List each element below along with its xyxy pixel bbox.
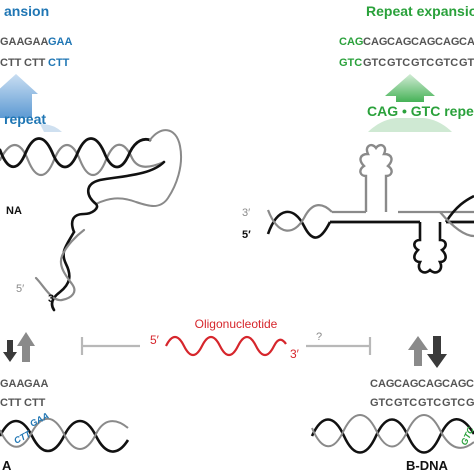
triplex-black-descending: [70, 160, 166, 234]
right-inhibition-line: [306, 337, 372, 355]
left-three-prime: 3′: [48, 293, 57, 305]
seq-codon: CAG: [418, 378, 442, 390]
helix-gray-tail: [34, 228, 86, 302]
seq-codon: GAA: [24, 378, 49, 390]
arrow-up: [408, 336, 428, 366]
left-dna-label: NA: [6, 205, 22, 217]
seq-codon: CTT: [0, 57, 22, 69]
seq-codon: CAG: [435, 36, 459, 48]
oligo-five-prime: 5′: [150, 333, 160, 347]
seq-codon: CTT: [24, 397, 46, 409]
triplex-gray-strand: [0, 143, 166, 177]
left-bottom-label: A: [2, 458, 12, 473]
left-arrow-base: [40, 124, 62, 132]
seq-codon: G: [466, 397, 474, 409]
right-five-prime: 5′: [242, 229, 251, 241]
left-triplex-structure: [0, 129, 182, 312]
seq-codon: GTC: [370, 397, 393, 409]
right-bottom-sequence-bottom: GTC GTC GTC GTC G: [370, 397, 474, 409]
arrow-down: [3, 340, 17, 362]
seq-codon: GAA: [48, 36, 73, 48]
seq-codon: GTC: [394, 397, 417, 409]
seq-codon: CA: [459, 36, 474, 48]
right-helix-gray: [266, 204, 333, 232]
seq-codon: CAG: [394, 378, 418, 390]
seq-codon: GTC: [418, 397, 441, 409]
seq-codon: GAA: [0, 378, 25, 390]
right-helix-exit-gray: [439, 211, 474, 238]
right-helix-exit-black: [444, 194, 474, 223]
left-equilibrium-arrows: [3, 332, 35, 362]
left-sequence-top: GAA GAA GAA: [0, 36, 73, 48]
seq-codon: CAG: [363, 36, 387, 48]
triplex-black-strand: [0, 137, 152, 169]
left-expansion-arrow: [0, 74, 38, 118]
top-hairpin: [359, 143, 393, 212]
seq-codon: C: [466, 378, 474, 390]
oligo-label: Oligonucleotide: [195, 317, 278, 331]
arrow-up: [17, 332, 35, 362]
bottom-hairpin: [413, 222, 447, 274]
left-repeat-label: repeat: [4, 111, 46, 127]
seq-codon: GTC: [387, 57, 410, 69]
left-b-dna-helix: [0, 417, 130, 453]
triplex-gray-loop: [95, 129, 182, 207]
oligo-strand: [165, 335, 287, 357]
seq-codon: GTC: [411, 57, 434, 69]
seq-codon: GTC: [435, 57, 458, 69]
seq-codon: CAG: [339, 36, 363, 48]
right-b-dna-helix: [310, 414, 474, 454]
seq-codon: CAG: [411, 36, 435, 48]
seq-codon: GTC: [442, 397, 465, 409]
left-inhibition-line: [80, 337, 140, 355]
seq-codon: GT: [459, 57, 474, 69]
seq-codon: GTC: [339, 57, 362, 69]
helix-strand-gray: [311, 414, 474, 449]
right-sequence-top: CAG CAG CAG CAG CAG CA: [339, 36, 474, 48]
right-arrow-base: [368, 118, 452, 132]
right-bottom-label: B-DNA: [406, 458, 448, 473]
right-repeat-label: CAG • GTC repea: [367, 103, 474, 119]
right-equilibrium-arrows: [408, 336, 447, 368]
question-mark: ?: [316, 331, 322, 343]
oligo-three-prime: 3′: [290, 347, 300, 361]
seq-codon: GAA: [24, 36, 49, 48]
helix-strand-black: [310, 417, 474, 454]
right-slipped-structure: [266, 143, 474, 274]
arrow-down: [427, 336, 447, 368]
seq-codon: CAG: [370, 378, 394, 390]
seq-codon: GTC: [363, 57, 386, 69]
right-expansion-arrow: [385, 74, 435, 102]
right-helix-black: [266, 210, 332, 239]
left-bottom-sequence-top: GAA GAA: [0, 378, 49, 390]
helix-strand-gray: [0, 417, 129, 450]
right-sequence-bottom: GTC GTC GTC GTC GTC GT: [339, 57, 474, 69]
seq-codon: CTT: [48, 57, 70, 69]
left-dna-tag-top: GAA: [28, 411, 50, 429]
right-three-prime: 3′: [242, 207, 250, 219]
left-five-prime: 5′: [16, 283, 24, 295]
seq-codon: CTT: [0, 397, 22, 409]
right-header: Repeat expansio: [366, 3, 474, 19]
left-header: ansion: [4, 3, 49, 19]
seq-codon: CTT: [24, 57, 46, 69]
seq-codon: CAG: [387, 36, 411, 48]
right-bottom-sequence-top: CAG CAG CAG CAG C: [370, 378, 474, 390]
seq-codon: GAA: [0, 36, 25, 48]
seq-codon: CAG: [442, 378, 466, 390]
left-bottom-sequence-bottom: CTT CTT: [0, 397, 46, 409]
left-sequence-bottom: CTT CTT CTT: [0, 57, 70, 69]
